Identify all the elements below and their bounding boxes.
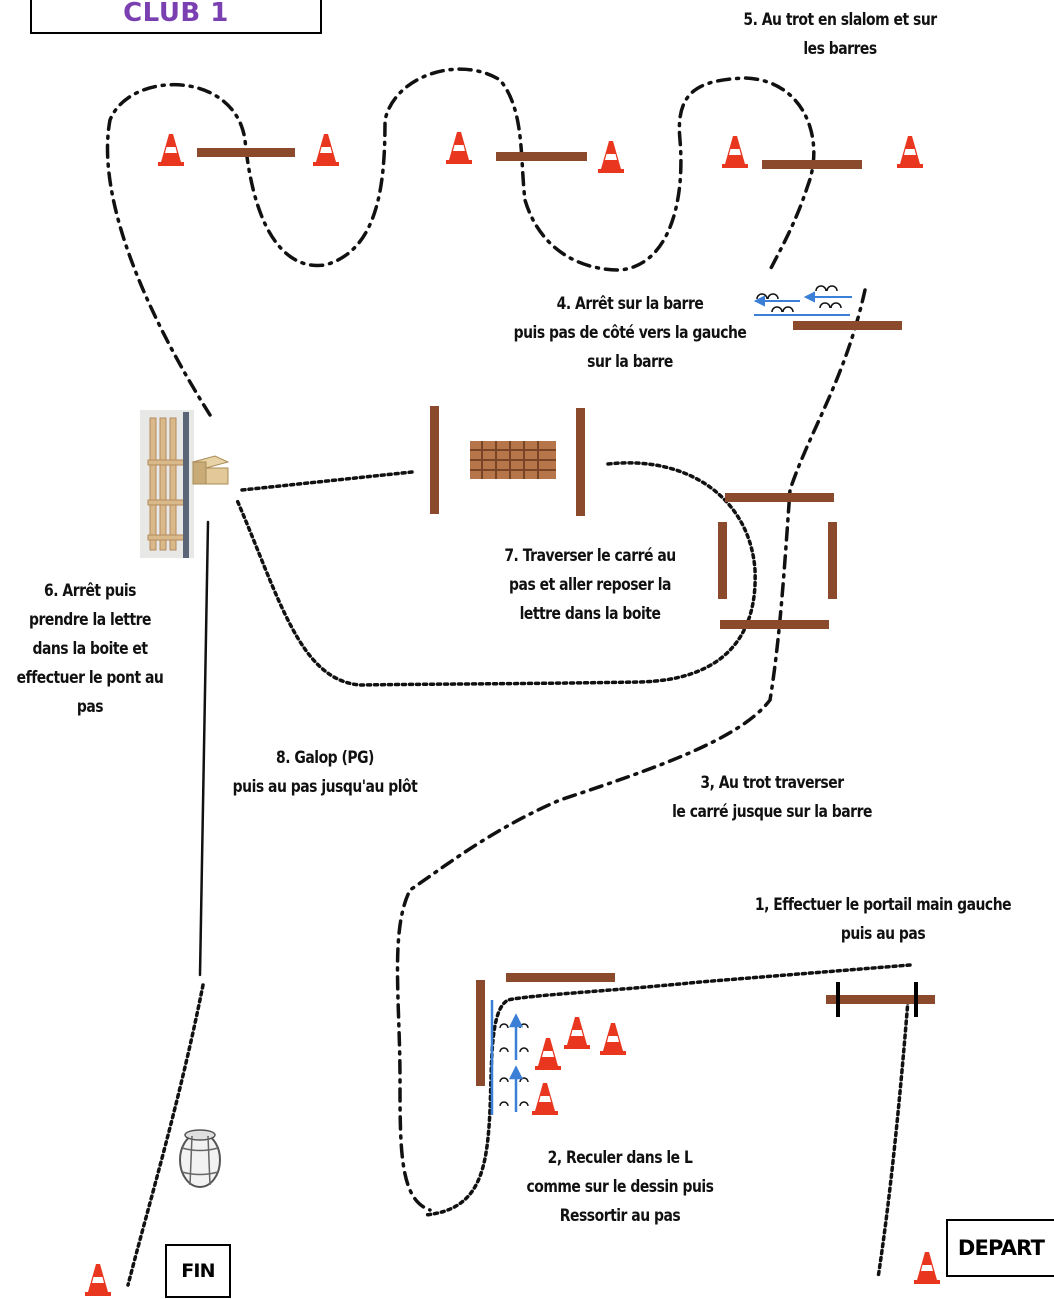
pole-slalom-3 bbox=[762, 160, 862, 169]
pole-bridge-left bbox=[430, 406, 439, 514]
bridge bbox=[470, 441, 556, 479]
pole-slalom-1 bbox=[197, 148, 295, 157]
barrel bbox=[179, 1129, 221, 1188]
pole-gate bbox=[826, 995, 935, 1004]
finish-box: FIN bbox=[165, 1244, 231, 1298]
pole-L-left bbox=[476, 980, 485, 1086]
hoof-prints-backup bbox=[499, 1023, 529, 1107]
title-text: RANCH TRAIL CLUB 1 bbox=[123, 0, 229, 28]
pole-square-right bbox=[828, 522, 837, 599]
pole-square-left bbox=[718, 522, 727, 599]
poles bbox=[197, 148, 935, 1086]
finish-label: FIN bbox=[181, 1260, 215, 1282]
cone bbox=[722, 136, 748, 168]
hoof-prints-sidepass bbox=[756, 285, 842, 313]
sidepass-arrows bbox=[753, 291, 852, 316]
cone bbox=[564, 1017, 590, 1049]
cone bbox=[914, 1252, 940, 1284]
title-box: RANCH TRAIL CLUB 1 bbox=[30, 0, 322, 34]
cone bbox=[446, 132, 472, 164]
gate-path bbox=[423, 963, 912, 1217]
cone bbox=[532, 1083, 558, 1115]
wooden-gate-structure bbox=[140, 410, 194, 558]
depart-path bbox=[876, 998, 910, 1280]
cone bbox=[535, 1038, 561, 1070]
cone bbox=[598, 141, 624, 173]
letter-box bbox=[191, 455, 230, 485]
pole-bridge-right bbox=[576, 408, 585, 516]
gallop-line bbox=[198, 520, 210, 977]
trot-path bbox=[395, 288, 867, 1212]
pole-L-top bbox=[506, 973, 615, 982]
pole-square-bottom bbox=[720, 620, 829, 629]
step8-label: 8. Galop (PG)puis au pas jusqu'au plôt bbox=[232, 748, 418, 797]
backup-arrows bbox=[490, 1000, 524, 1115]
square-loop-path bbox=[235, 461, 757, 687]
pole-sidepass bbox=[793, 321, 902, 330]
pole-square-top bbox=[725, 493, 834, 502]
cone bbox=[600, 1023, 626, 1055]
cone bbox=[158, 134, 184, 166]
bridge-approach-path bbox=[240, 470, 414, 492]
cone bbox=[897, 136, 923, 168]
cone bbox=[85, 1264, 111, 1296]
slalom-path bbox=[105, 67, 816, 417]
gate-posts bbox=[836, 982, 918, 1017]
start-label: DEPART bbox=[957, 1236, 1045, 1260]
start-box: DEPART bbox=[946, 1219, 1054, 1277]
cone bbox=[313, 134, 339, 166]
route-paths bbox=[105, 67, 912, 1287]
pole-slalom-2 bbox=[496, 152, 587, 161]
finish-path bbox=[126, 983, 205, 1287]
